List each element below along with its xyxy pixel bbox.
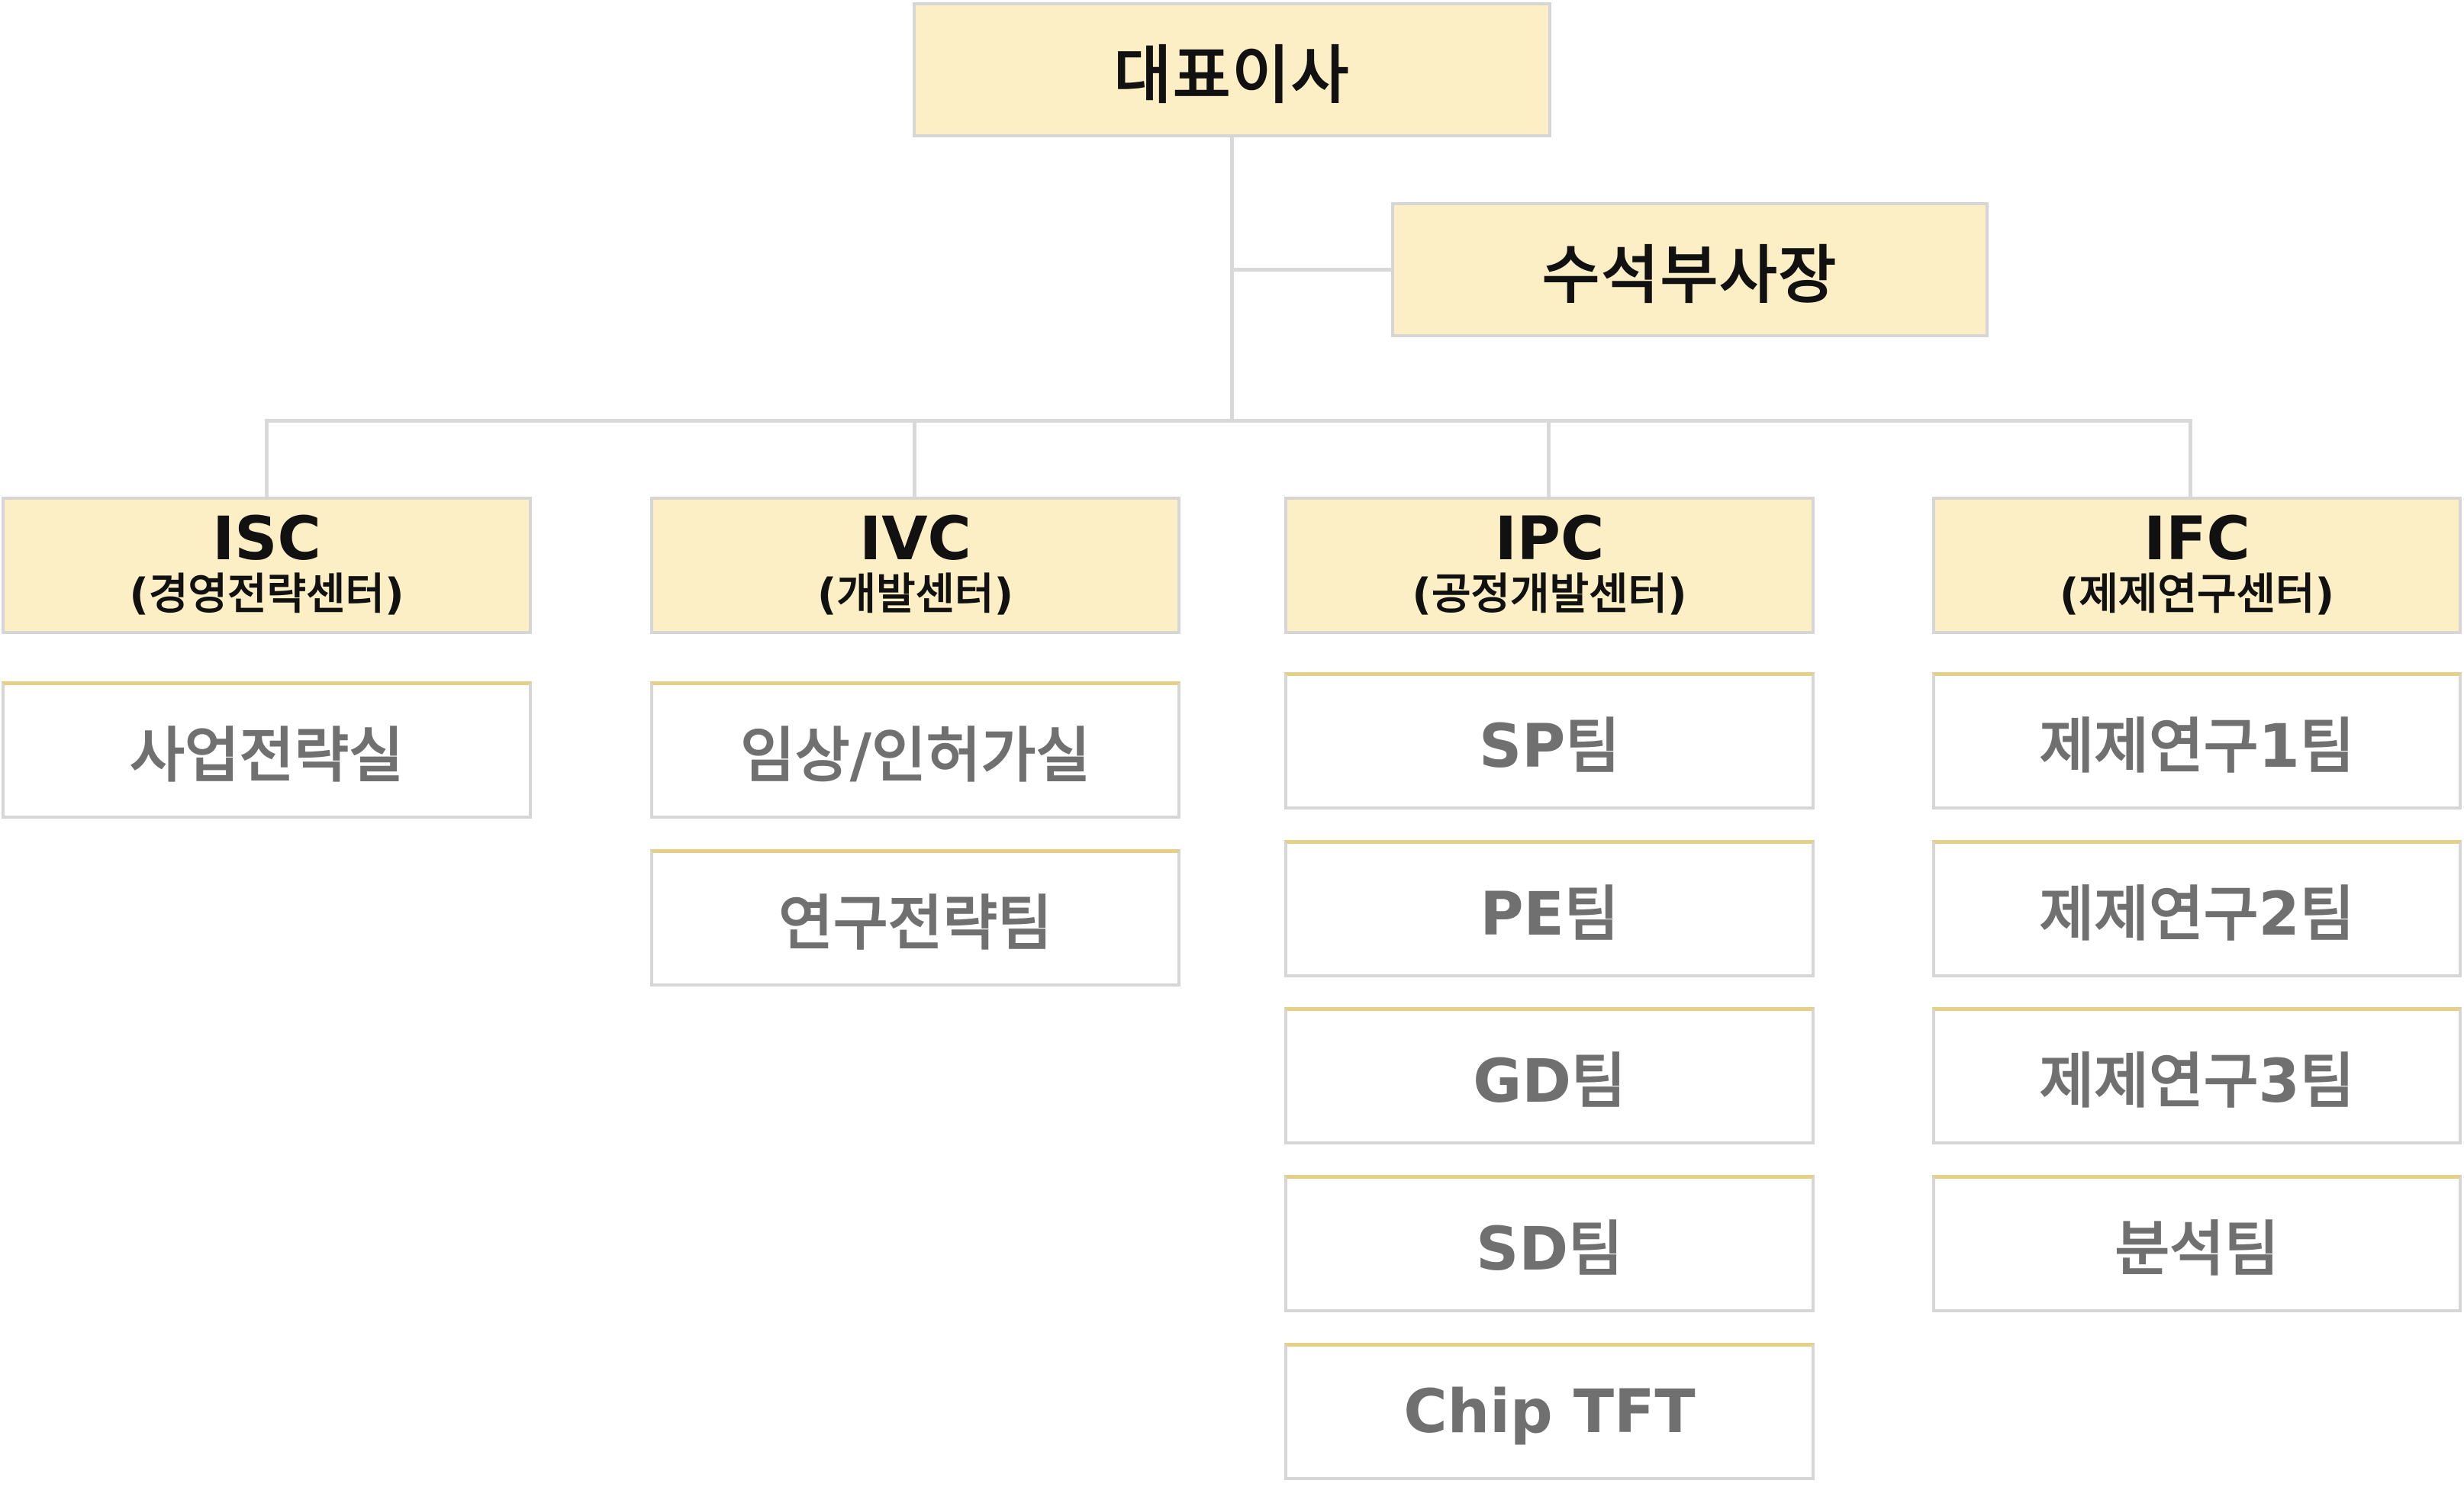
evp-label: 수석부사장: [1541, 240, 1838, 312]
center-box-ivc: IVC (개발센터): [650, 497, 1180, 634]
team-label: 연구전략팀: [778, 889, 1052, 958]
connector-ifc-vertical: [2189, 419, 2192, 497]
team-box: 제제연구3팀: [1932, 1007, 2462, 1144]
team-box: 사업전략실: [2, 681, 532, 819]
team-label: 임상/인허가실: [739, 721, 1091, 790]
center-full-isc: (경영전략센터): [129, 570, 404, 620]
center-abbr-ifc: IFC: [2144, 505, 2250, 575]
team-box: PE팀: [1284, 840, 1815, 977]
ceo-label: 대표이사: [1113, 40, 1351, 112]
team-box: GD팀: [1284, 1007, 1815, 1144]
team-label: Chip TFT: [1403, 1377, 1696, 1447]
team-box: 분석팀: [1932, 1175, 2462, 1312]
center-full-ivc: (개발센터): [817, 570, 1014, 620]
center-box-ifc: IFC (제제연구센터): [1932, 497, 2462, 634]
team-label: GD팀: [1473, 1047, 1626, 1116]
center-box-ipc: IPC (공정개발센터): [1284, 497, 1815, 634]
team-box: 임상/인허가실: [650, 681, 1180, 819]
team-label: PE팀: [1480, 880, 1619, 949]
connector-ivc-vertical: [913, 419, 916, 497]
center-box-isc: ISC (경영전략센터): [2, 497, 532, 634]
connector-ceo-vertical: [1230, 136, 1234, 421]
center-abbr-ipc: IPC: [1494, 505, 1605, 575]
team-label: SD팀: [1476, 1215, 1623, 1284]
center-full-ifc: (제제연구센터): [2059, 570, 2335, 620]
connector-ipc-vertical: [1547, 419, 1551, 497]
team-box: 제제연구2팀: [1932, 840, 2462, 977]
connector-isc-vertical: [265, 419, 269, 497]
team-box: SP팀: [1284, 672, 1815, 809]
ceo-box: 대표이사: [913, 2, 1551, 137]
connector-centers-horizontal: [265, 419, 2192, 423]
team-label: 제제연구3팀: [2039, 1047, 2355, 1116]
team-box: 연구전략팀: [650, 849, 1180, 987]
team-label: 사업전략실: [130, 721, 404, 790]
team-label: 제제연구1팀: [2039, 712, 2355, 781]
center-full-ipc: (공정개발센터): [1412, 570, 1687, 620]
center-abbr-isc: ISC: [212, 505, 321, 575]
team-box: Chip TFT: [1284, 1343, 1815, 1480]
team-box: SD팀: [1284, 1175, 1815, 1312]
connector-evp-horizontal: [1232, 268, 1392, 272]
team-box: 제제연구1팀: [1932, 672, 2462, 809]
evp-box: 수석부사장: [1391, 202, 1989, 337]
center-abbr-ivc: IVC: [859, 505, 971, 575]
team-label: 제제연구2팀: [2039, 880, 2355, 949]
team-label: 분석팀: [2115, 1215, 2279, 1284]
team-label: SP팀: [1478, 712, 1621, 781]
